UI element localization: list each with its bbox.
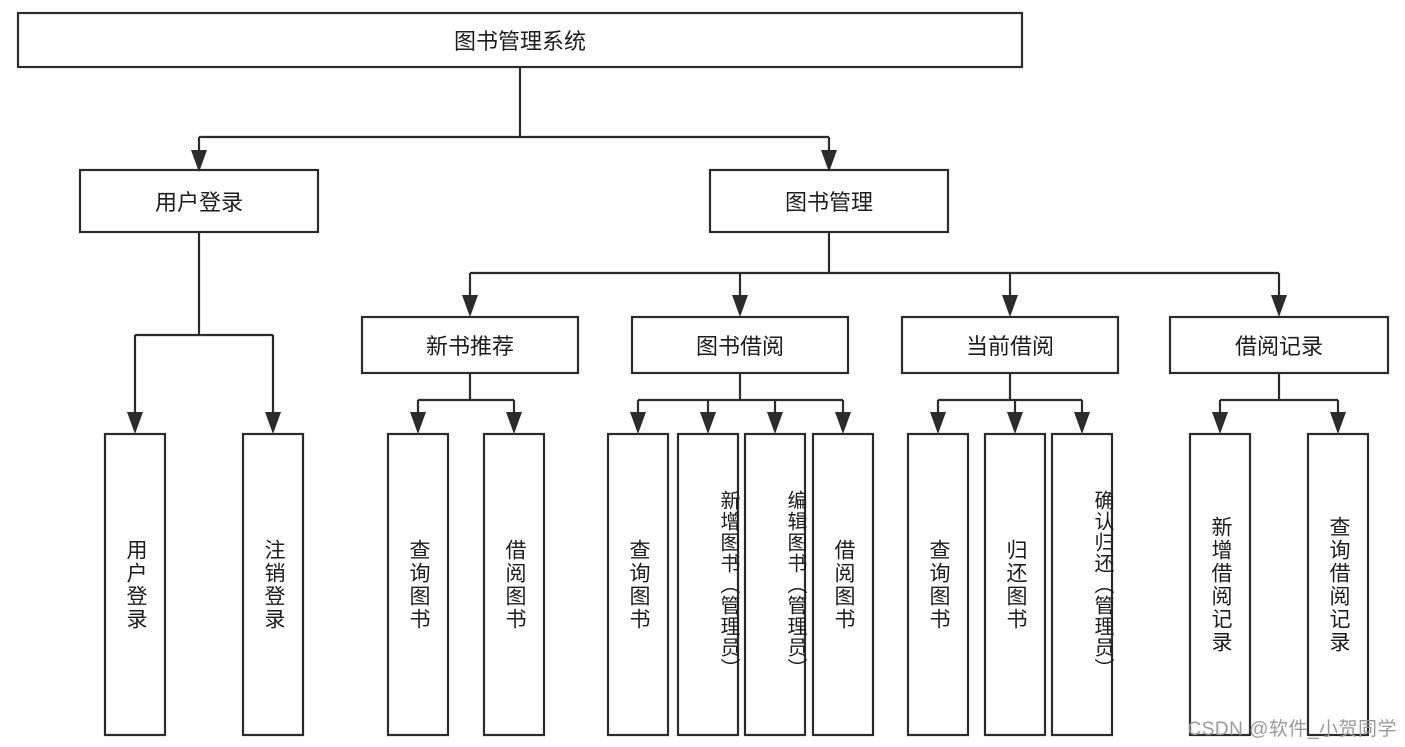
arrow-head-user-login xyxy=(191,150,207,172)
node-box-leaf-query-book-2[interactable] xyxy=(606,432,670,737)
arrow-head-leaf-query-book-1 xyxy=(410,412,426,434)
arrow-head-leaf-query-record xyxy=(1330,412,1346,434)
connector-root-to-level2 xyxy=(197,67,831,160)
node-box-root[interactable] xyxy=(16,11,1024,69)
arrow-head-leaf-query-book-3 xyxy=(930,412,946,434)
connector-new-book-rec-to-leaves xyxy=(416,373,516,422)
node-box-book-borrow[interactable] xyxy=(630,315,850,375)
node-box-borrow-record[interactable] xyxy=(1168,315,1390,375)
arrow-head-leaf-confirm-return xyxy=(1074,412,1090,434)
arrow-head-leaf-add-book xyxy=(700,412,716,434)
connector-user-login-to-leaves xyxy=(133,232,275,422)
node-box-leaf-query-book-3[interactable] xyxy=(906,432,970,737)
boxes-layer xyxy=(16,11,1390,737)
connector-book-manage-to-level3 xyxy=(468,232,1281,305)
node-box-leaf-add-record[interactable] xyxy=(1188,432,1252,737)
arrow-head-leaf-return-book xyxy=(1007,412,1023,434)
connector-book-borrow-to-leaves xyxy=(636,373,845,422)
arrow-head-borrow-record xyxy=(1271,295,1287,317)
connector-borrow-record-to-leaves xyxy=(1218,373,1340,422)
arrow-head-leaf-user-logout xyxy=(265,412,281,434)
node-box-book-manage[interactable] xyxy=(708,168,950,234)
arrow-head-book-borrow xyxy=(732,295,748,317)
arrow-head-leaf-query-book-2 xyxy=(630,412,646,434)
arrow-head-current-borrow xyxy=(1002,295,1018,317)
arrow-head-new-book-rec xyxy=(462,295,478,317)
connectors-layer xyxy=(127,67,1346,434)
arrow-head-book-manage xyxy=(821,150,837,172)
node-box-leaf-confirm-return[interactable] xyxy=(1050,432,1114,737)
node-box-leaf-borrow-book-1[interactable] xyxy=(482,432,546,737)
arrow-head-leaf-user-login xyxy=(127,412,143,434)
node-box-leaf-add-book[interactable] xyxy=(676,432,740,737)
node-box-leaf-borrow-book-2[interactable] xyxy=(811,432,875,737)
node-box-current-borrow[interactable] xyxy=(900,315,1120,375)
node-box-leaf-user-logout[interactable] xyxy=(241,432,305,737)
node-box-leaf-user-login[interactable] xyxy=(103,432,167,737)
node-box-new-book-rec[interactable] xyxy=(360,315,580,375)
arrow-head-leaf-add-record xyxy=(1212,412,1228,434)
connector-current-borrow-to-leaves xyxy=(936,373,1084,422)
watermark-text: CSDN @软件_小贺同学 xyxy=(1187,719,1397,740)
node-box-user-login[interactable] xyxy=(78,168,320,234)
node-box-leaf-query-book-1[interactable] xyxy=(386,432,450,737)
node-box-leaf-edit-book[interactable] xyxy=(743,432,807,737)
arrow-head-leaf-edit-book xyxy=(767,412,783,434)
arrow-head-leaf-borrow-book-1 xyxy=(506,412,522,434)
arrow-head-leaf-borrow-book-2 xyxy=(835,412,851,434)
node-box-leaf-query-record[interactable] xyxy=(1306,432,1370,737)
node-box-leaf-return-book[interactable] xyxy=(983,432,1047,737)
